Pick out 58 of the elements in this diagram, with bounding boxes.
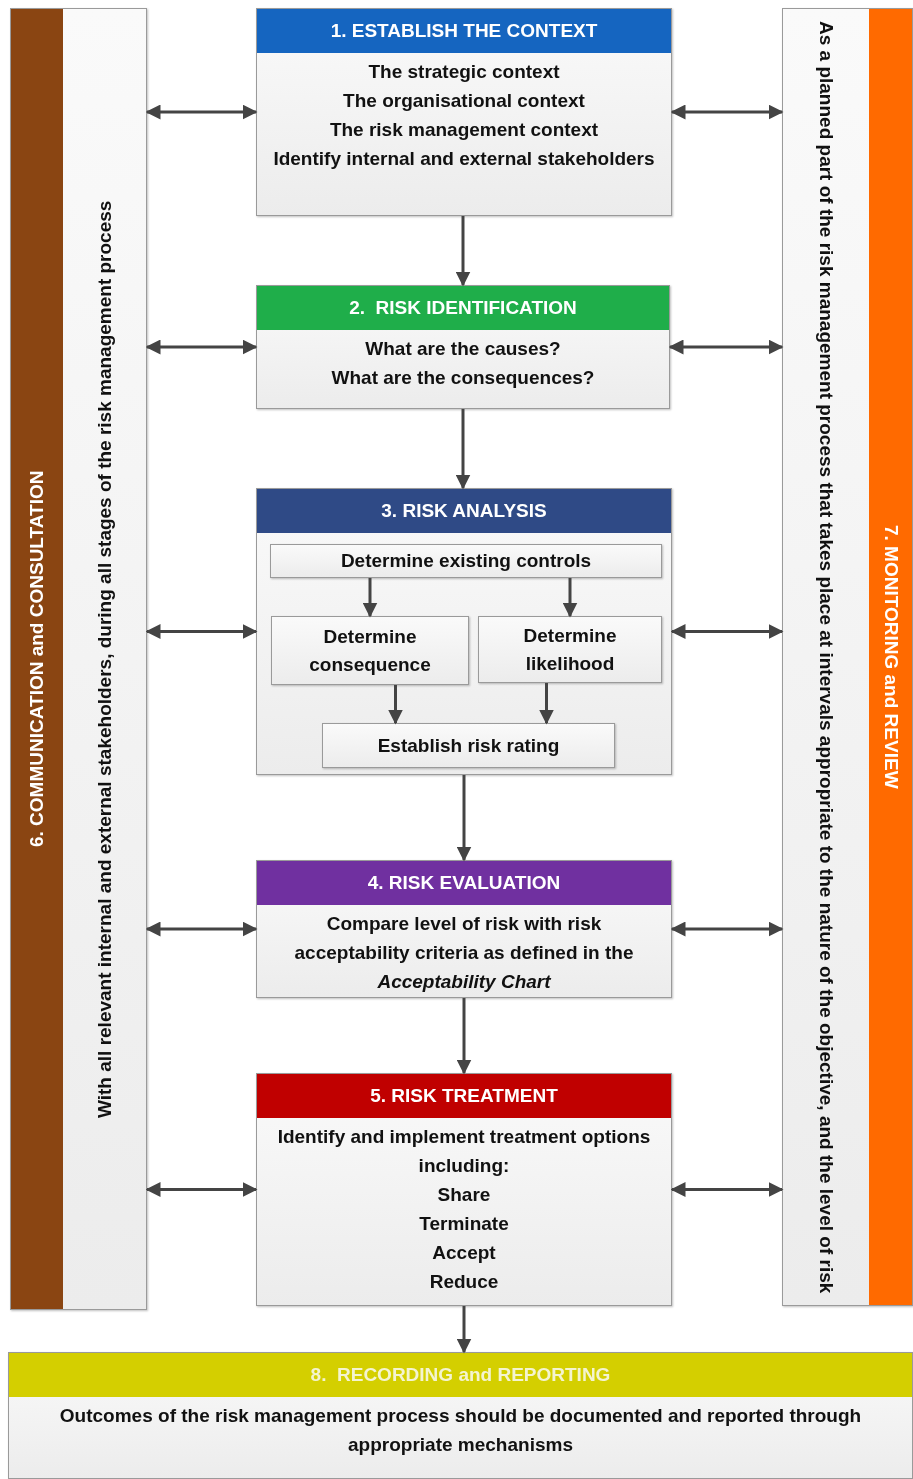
body-text: Share [436,1183,492,1207]
process-box [256,1073,672,1306]
panel-text: As a planned part of the risk management process that takes place at intervals appropriate to the nature of the objective, and the level of risk [815,19,838,1296]
arrow [145,624,258,639]
arrow [670,104,784,120]
side-panel [782,8,913,1306]
step-text: Determine consequence [308,624,432,677]
body-text: Reduce [428,1270,500,1294]
body-text: What are the consequences? [330,366,596,390]
arrow [455,216,471,287]
process-box [256,8,672,216]
process-box [271,616,469,685]
arrow [670,921,784,937]
arrow [670,624,784,639]
step-heading: 3. RISK ANALYSIS [257,489,671,533]
process-box [256,860,672,998]
process-box [478,616,662,683]
side-panel [10,8,147,1310]
step-heading: 2. RISK IDENTIFICATION [257,286,669,330]
step-text: Determine likelihood [522,623,618,676]
panel-heading: 6. COMMUNICATION and CONSULTATION [11,9,63,1309]
arrow [145,104,258,120]
body-text: Identify internal and external stakeholders [272,147,656,171]
step-text: Establish risk rating [377,733,560,758]
arrow [388,685,403,725]
body-text: Terminate [418,1212,510,1236]
step-text: Determine existing controls [340,549,592,573]
arrow [362,578,378,618]
step-heading: 4. RISK EVALUATION [257,861,671,905]
body-text: The organisational context [342,89,586,113]
panel-text: With all relevant internal and external stakeholders, during all stages of the risk management process [92,199,116,1120]
arrow [668,339,784,355]
arrow [145,921,258,937]
body-text: The strategic context [367,60,561,84]
step-heading: 5. RISK TREATMENT [257,1074,671,1118]
arrow [145,339,258,355]
panel-heading: 7. MONITORING and REVIEW [869,9,912,1305]
step-heading: 1. ESTABLISH THE CONTEXT [257,9,671,53]
process-box [322,723,615,768]
body-text: Compare level of risk with risk acceptability criteria as defined in the Acceptability Chart [293,912,635,994]
arrow [670,1182,784,1197]
arrow [145,1182,258,1197]
body-text: What are the causes? [364,337,562,361]
arrow [455,409,471,490]
process-box [270,544,662,578]
arrow [456,775,472,862]
body-text: Identify and implement treatment options including: [276,1125,652,1178]
arrow [456,1306,472,1354]
step-heading: 8. RECORDING and REPORTING [9,1353,912,1397]
body-text: The risk management context [328,118,600,142]
body-text: Outcomes of the risk management process should be documented and reported through appropriate mechanisms [58,1404,863,1457]
arrow [539,683,554,725]
process-box [256,285,670,409]
process-box [8,1352,913,1479]
process-box [256,488,672,775]
arrow [562,578,578,618]
body-text: Accept [431,1241,497,1265]
arrow [456,998,472,1075]
